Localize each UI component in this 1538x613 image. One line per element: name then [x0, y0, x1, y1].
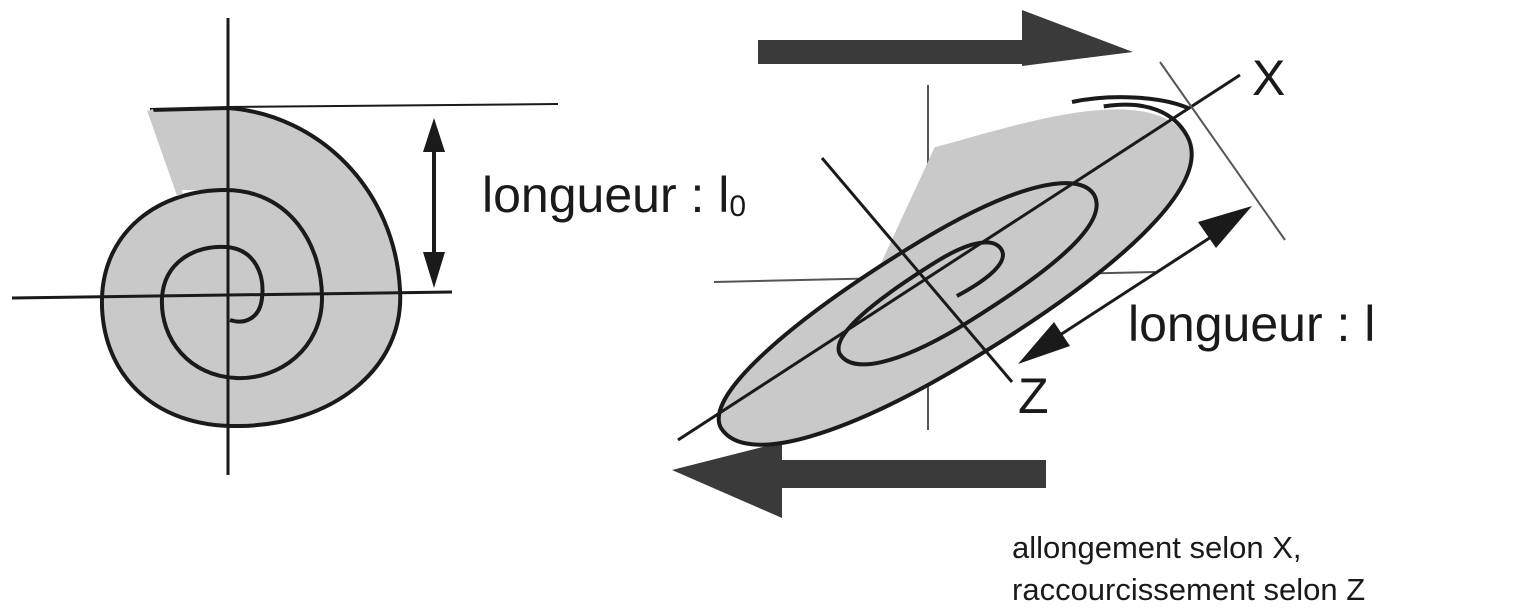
- caption-line-2: raccourcissement selon Z: [1012, 572, 1365, 607]
- bottom-shear-arrow: [672, 442, 1046, 518]
- right-spiral-outer: [716, 102, 1194, 447]
- z-axis: [820, 157, 1014, 383]
- tip-reference-line: [1159, 61, 1286, 241]
- right-length-label: longueur : l: [1128, 296, 1375, 352]
- right-figure: X Z longueur : l allongement selon X, ra…: [672, 10, 1375, 607]
- left-figure: longueur : l0: [11, 18, 746, 475]
- right-spiral-body: [718, 109, 1194, 445]
- right-length-arrow-head-top: [1198, 206, 1252, 248]
- left-reference-line: [227, 103, 559, 108]
- caption-line-1: allongement selon X,: [1012, 530, 1302, 565]
- right-length-arrow-shaft: [1039, 224, 1229, 350]
- left-length-arrow-top: [423, 118, 445, 152]
- x-axis: [677, 73, 1241, 442]
- left-length-label: longueur : l0: [482, 167, 746, 223]
- x-axis-label: X: [1252, 50, 1285, 106]
- left-horizontal-axis: [11, 290, 453, 300]
- z-axis-label: Z: [1018, 368, 1049, 424]
- left-length-arrow-bottom: [423, 252, 445, 288]
- top-shear-arrow: [758, 10, 1133, 66]
- right-length-arrow-head-bottom: [1018, 322, 1070, 364]
- right-spiral-top-edge: [1071, 95, 1189, 110]
- left-spiral-outer: [99, 105, 403, 429]
